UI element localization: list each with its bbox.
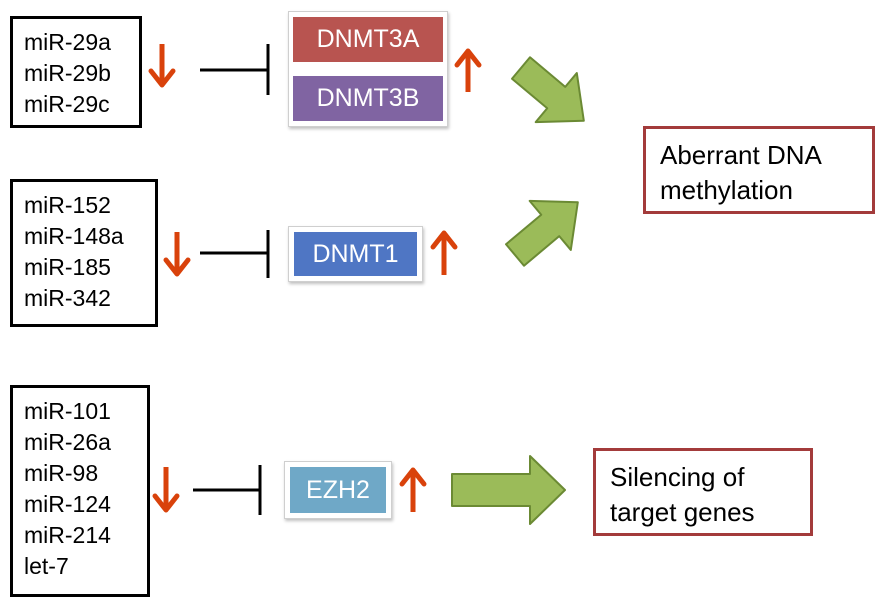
- mirna-label: miR-148a: [24, 223, 124, 249]
- inhibition-connector: [200, 44, 270, 95]
- mirna-label: miR-124: [24, 491, 111, 517]
- gene-dnmt3a: DNMT3A: [293, 17, 443, 62]
- mirna-label: miR-29b: [24, 60, 111, 86]
- mirna-label: miR-29c: [24, 91, 110, 117]
- mirna-label: miR-185: [24, 254, 111, 280]
- mirna-label: miR-29a: [24, 29, 111, 55]
- gene-dnmt1: DNMT1: [294, 232, 417, 276]
- down-arrow-icon: [148, 44, 176, 88]
- mirna-label: miR-101: [24, 398, 111, 424]
- gene-ezh2: EZH2: [290, 467, 386, 513]
- outcome-label: Aberrant DNA methylation: [660, 140, 821, 205]
- mirna-box-1: miR-29a miR-29b miR-29c: [10, 16, 142, 128]
- up-arrow-icon: [399, 467, 427, 512]
- block-arrow-dnmt3-to-methylation: [511, 56, 585, 124]
- block-arrow-dnmt1-to-methylation: [505, 199, 579, 267]
- mirna-label: miR-98: [24, 460, 99, 486]
- mirna-box-3: miR-101 miR-26a miR-98 miR-124 miR-214 l…: [10, 385, 150, 597]
- outcome-silencing-target-genes: Silencing of target genes: [593, 448, 813, 536]
- inhibition-connector: [200, 230, 270, 278]
- mirna-label: let-7: [24, 553, 69, 579]
- mirna-label: miR-342: [24, 285, 111, 311]
- down-arrow-icon: [163, 232, 191, 277]
- up-arrow-icon: [454, 48, 482, 92]
- block-arrow-ezh2-to-silencing: [451, 455, 566, 525]
- outcome-aberrant-dna-methylation: Aberrant DNA methylation: [643, 126, 875, 214]
- outcome-label: Silencing of target genes: [610, 462, 755, 527]
- down-arrow-icon: [152, 467, 180, 513]
- mirna-label: miR-152: [24, 192, 111, 218]
- gene-dnmt3b: DNMT3B: [293, 76, 443, 121]
- mirna-box-2: miR-152 miR-148a miR-185 miR-342: [10, 179, 158, 327]
- mirna-label: miR-26a: [24, 429, 111, 455]
- mirna-label: miR-214: [24, 522, 111, 548]
- up-arrow-icon: [430, 230, 458, 275]
- inhibition-connector: [193, 465, 262, 515]
